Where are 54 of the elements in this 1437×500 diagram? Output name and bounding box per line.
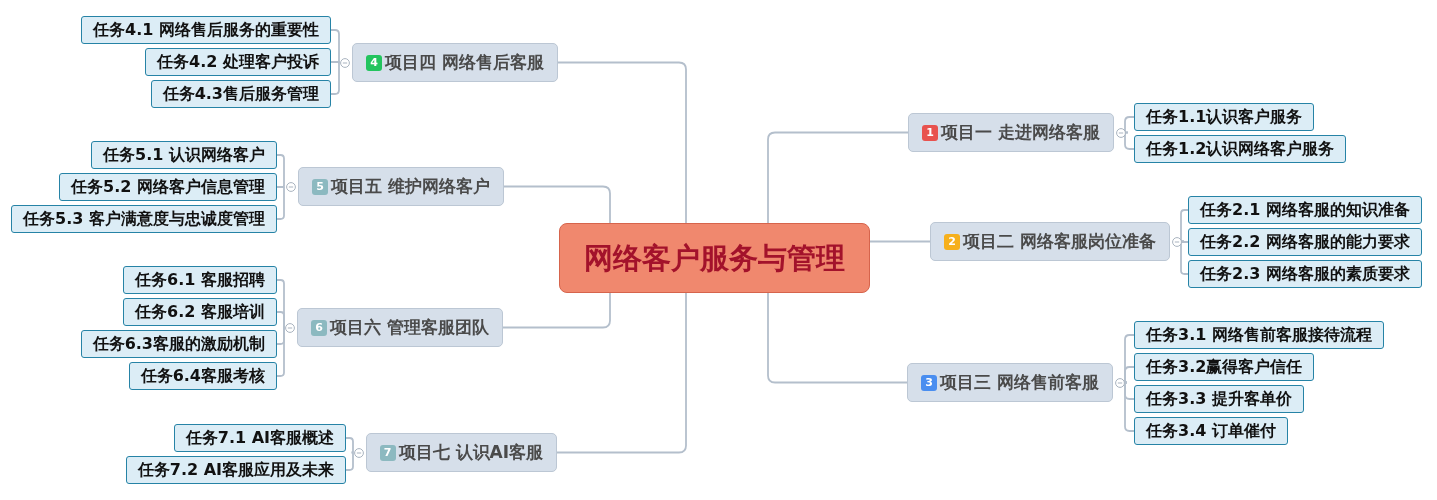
- number-badge: 1: [922, 124, 938, 141]
- connector-line: [1124, 116, 1135, 134]
- topic-label: 项目六 管理客服团队: [330, 316, 489, 339]
- topic-label: 项目二 网络客服岗位准备: [963, 230, 1156, 253]
- connector-line: [345, 437, 354, 454]
- connector-line: [276, 311, 285, 329]
- connector-line: [276, 154, 285, 188]
- subtopic-box: 任务1.2认识网络客户服务: [1134, 135, 1347, 163]
- subtopic-box: 任务5.2 网络客户信息管理: [59, 173, 277, 201]
- subtopic-box: 任务2.2 网络客服的能力要求: [1188, 228, 1422, 256]
- subtopic-box: 任务3.3 提升客单价: [1134, 385, 1304, 413]
- number-badge: 3: [921, 374, 937, 391]
- subtopic-box: 任务1.1认识客户服务: [1134, 103, 1315, 131]
- connector-line: [502, 292, 611, 329]
- subtopic-box: 任务5.1 认识网络客户: [91, 141, 277, 169]
- subtopic-box: 任务6.2 客服培训: [123, 298, 277, 326]
- topic-label: 项目五 维护网络客户: [331, 175, 490, 198]
- connector-line: [330, 29, 340, 64]
- subtopic-box: 任务3.4 订单催付: [1134, 417, 1288, 445]
- connector-line: [330, 61, 340, 95]
- subtopic-box: 任务3.1 网络售前客服接待流程: [1134, 321, 1384, 349]
- subtopic-box: 任务6.3客服的激励机制: [80, 330, 277, 358]
- subtopic-box: 任务2.3 网络客服的素质要求: [1188, 260, 1422, 288]
- number-badge: 6: [311, 319, 328, 336]
- topic-label: 项目四 网络售后客服: [385, 51, 544, 74]
- subtopic-box: 任务4.2 处理客户投诉: [145, 48, 331, 76]
- connector-line: [1124, 131, 1135, 150]
- subtopic-box: 任务7.1 AI客服概述: [173, 424, 346, 452]
- connector-line: [767, 292, 908, 384]
- subtopic-box: 任务4.1 网络售后服务的重要性: [81, 16, 331, 44]
- topic-label: 项目七 认识AI客服: [398, 441, 543, 464]
- subtopic-box: 任务3.2赢得客户信任: [1134, 353, 1315, 381]
- connector-line: [767, 131, 909, 224]
- topic-label: 项目一 走进网络客服: [941, 121, 1100, 144]
- connector-line: [345, 451, 354, 471]
- subtopic-box: 任务7.2 AI客服应用及未来: [125, 456, 346, 484]
- number-badge: 5: [312, 178, 329, 195]
- subtopic-box: 任务6.4客服考核: [128, 362, 277, 390]
- connector-line: [869, 240, 931, 243]
- connector-line: [556, 292, 687, 454]
- number-badge: 4: [366, 54, 383, 71]
- connector-line: [503, 185, 611, 224]
- subtopic-box: 任务5.3 客户满意度与忠诚度管理: [11, 205, 277, 233]
- central-topic-box: 网络客户服务与管理: [559, 223, 870, 293]
- subtopic-box: 任务2.1 网络客服的知识准备: [1188, 196, 1422, 224]
- connector-line: [557, 61, 687, 224]
- number-badge: 2: [944, 233, 960, 250]
- topic-label: 项目三 网络售前客服: [940, 371, 1099, 394]
- connector-line: [330, 61, 340, 64]
- subtopic-box: 任务6.1 客服招聘: [123, 266, 277, 294]
- connector-line: [1124, 366, 1135, 384]
- connector-line: [1124, 381, 1135, 432]
- subtopic-box: 任务4.3售后服务管理: [150, 80, 331, 108]
- number-badge: 7: [379, 444, 396, 461]
